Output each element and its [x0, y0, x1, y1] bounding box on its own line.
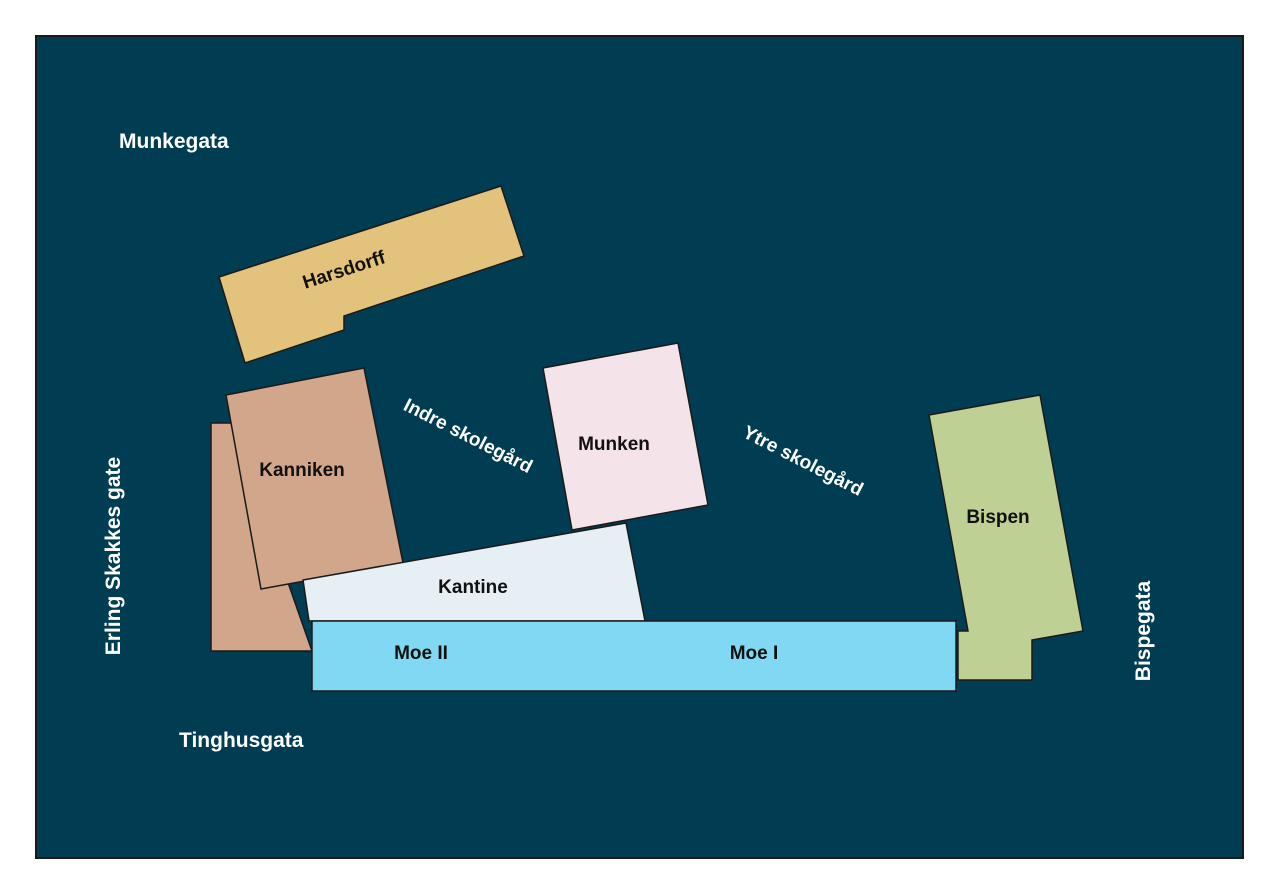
- building-moe: [311, 620, 957, 692]
- street-erling-skakkes-gate: Erling Skakkes gate: [102, 457, 125, 655]
- building-harsdorff: [218, 185, 525, 364]
- building-munken: [542, 342, 709, 531]
- street-munkegata: Munkegata: [119, 130, 229, 153]
- label-kantine: Kantine: [438, 577, 508, 598]
- label-moe2: Moe II: [394, 643, 448, 664]
- building-bispen: [928, 394, 1084, 681]
- label-bispen: Bispen: [966, 507, 1029, 528]
- label-kanniken: Kanniken: [259, 460, 345, 481]
- label-moe1: Moe I: [730, 643, 779, 664]
- street-tinghusgata: Tinghusgata: [179, 729, 304, 752]
- street-bispegata: Bispegata: [1132, 581, 1155, 682]
- label-munken: Munken: [578, 434, 650, 455]
